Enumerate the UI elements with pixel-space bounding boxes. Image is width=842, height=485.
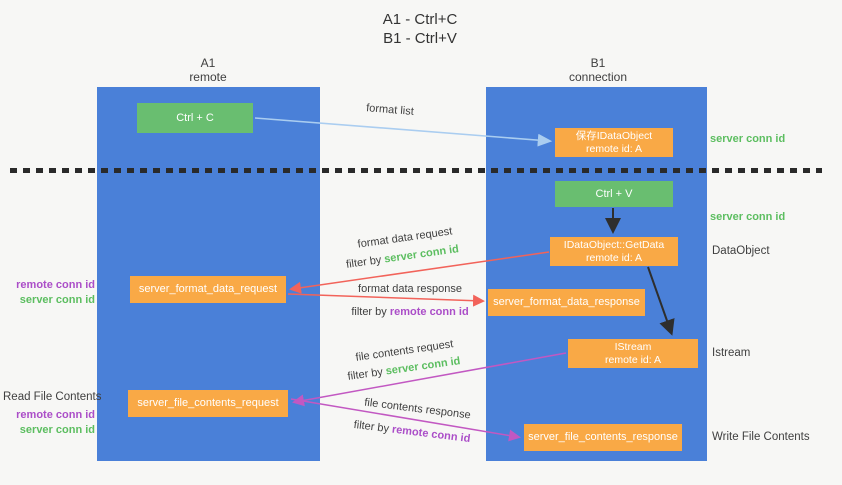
getdata-box: IDataObject::GetData remote id: A: [550, 237, 678, 266]
ctrl-v-box: Ctrl + V: [555, 181, 673, 207]
istream-line1: IStream: [614, 340, 652, 353]
istream-line2: remote id: A: [604, 353, 662, 366]
server-conn-id-annotation: server conn id: [19, 294, 95, 306]
file-contents-request-arrow: [292, 352, 567, 407]
filter-by-remote-conn-id-label-1: filter by remote conn id: [330, 306, 490, 318]
left-column-header: A1 remote: [148, 56, 268, 84]
dotted-divider-line: [10, 168, 822, 173]
remote-conn-id-annotation: remote conn id: [16, 409, 95, 421]
left-column-id: A1: [200, 56, 216, 70]
ctrl-c-box: Ctrl + C: [137, 103, 253, 133]
filter-by-text: filter by: [351, 306, 390, 318]
remote-conn-id-annotation: remote conn id: [16, 279, 95, 291]
left-conn-ids-annotation-1: remote conn id server conn id: [10, 278, 95, 308]
left-conn-ids-annotation-2: remote conn id server conn id: [10, 408, 95, 438]
title-line-2: B1 - Ctrl+V: [383, 30, 457, 47]
file-contents-response-arrow: [290, 398, 521, 442]
server-format-data-response-box: server_format_data_response: [488, 289, 645, 316]
right-column-header: B1 connection: [538, 56, 658, 84]
dataobject-annotation: DataObject: [712, 245, 770, 257]
format-list-arrow: [254, 117, 553, 147]
left-column-name: remote: [189, 70, 227, 84]
read-file-contents-annotation: Read File Contents: [3, 391, 102, 403]
title-line-1: A1 - Ctrl+C: [382, 11, 458, 28]
write-file-contents-annotation: Write File Contents: [712, 431, 810, 443]
istream-box: IStream remote id: A: [568, 339, 698, 368]
right-column-name: connection: [568, 70, 628, 84]
save-dataobject-line2: remote id: A: [585, 142, 643, 155]
format-data-request-arrow: [289, 251, 550, 294]
right-column-id: B1: [590, 56, 606, 70]
remote-conn-id-text: remote conn id: [389, 306, 469, 318]
getdata-line2: remote id: A: [585, 251, 643, 264]
save-dataobject-box: 保存IDataObject remote id: A: [555, 128, 673, 157]
format-data-response-arrow: [287, 293, 485, 307]
server-file-contents-request-box: server_file_contents_request: [128, 390, 288, 417]
format-data-response-label: format data response: [358, 283, 462, 295]
istream-annotation: Istream: [712, 347, 751, 359]
server-conn-id-annotation-1: server conn id: [710, 133, 786, 145]
server-conn-id-annotation-2: server conn id: [710, 211, 786, 223]
save-dataobject-line1: 保存IDataObject: [575, 129, 653, 142]
server-file-contents-response-box: server_file_contents_response: [524, 424, 682, 451]
server-format-data-request-box: server_format_data_request: [130, 276, 286, 303]
getdata-line1: IDataObject::GetData: [563, 238, 665, 251]
getdata-to-istream-arrow: [647, 266, 675, 336]
server-conn-id-annotation: server conn id: [19, 424, 95, 436]
diagram-title: A1 - Ctrl+C B1 - Ctrl+V: [300, 10, 540, 48]
